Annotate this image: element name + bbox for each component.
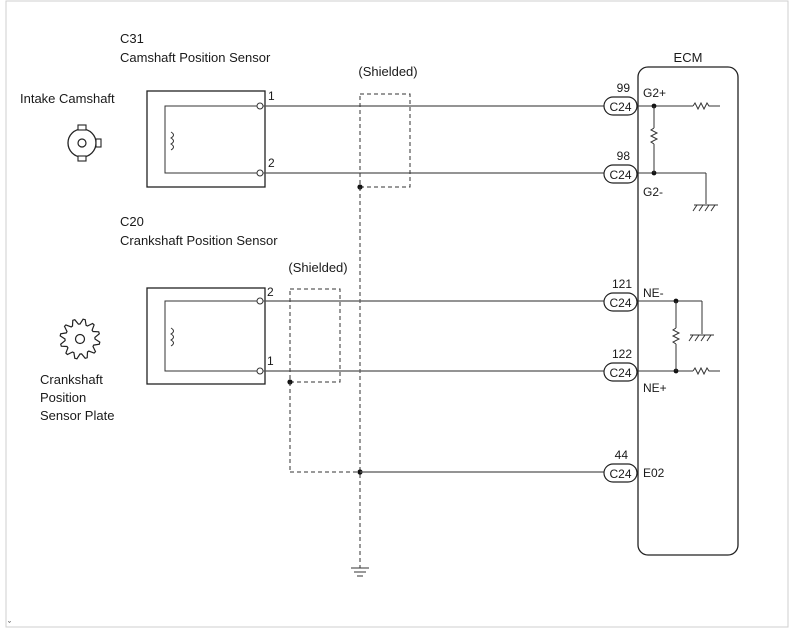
- crank-plate-label-line1: Crankshaft: [40, 372, 103, 387]
- cam-terminal-2: [256, 169, 264, 177]
- connector-98: C24 98: [603, 149, 638, 184]
- ecm-pin-122: 122: [612, 347, 632, 361]
- crank-sensor-code: C20: [120, 214, 144, 229]
- svg-text:C24: C24: [609, 296, 631, 310]
- crank-plate-label-line2: Position: [40, 390, 86, 405]
- cam-terminal-1: [256, 102, 264, 110]
- cam-coil-icon: [170, 131, 174, 151]
- crank-shield-box: [289, 288, 341, 383]
- connector-99: C24 99: [603, 81, 638, 116]
- ecm-pin-98: 98: [617, 149, 631, 163]
- ecm-signal-neplus: NE+: [643, 381, 667, 395]
- footnote-mark: ˇ: [8, 620, 11, 630]
- cam-sensor-code: C31: [120, 31, 144, 46]
- crank-sensor-loop: [164, 300, 260, 372]
- shield-ground-icon: [351, 567, 369, 577]
- intake-camshaft-label: Intake Camshaft: [20, 91, 115, 106]
- crank-terminal-2: [256, 297, 264, 305]
- crankshaft-plate-gear-icon: [59, 318, 101, 360]
- cam-sensor-name: Camshaft Position Sensor: [120, 50, 271, 65]
- ecm-signal-g2minus: G2-: [643, 185, 663, 199]
- ecm-signal-e02: E02: [643, 466, 665, 480]
- ecm-pin-44: 44: [615, 448, 629, 462]
- cam-shield-box: [359, 93, 411, 188]
- cam-pin-top: 1: [268, 89, 275, 103]
- gear-hub: [74, 333, 86, 345]
- ecm-title: ECM: [674, 50, 703, 65]
- crank-coil-icon: [170, 327, 174, 347]
- crank-sensor-box: [146, 287, 266, 385]
- ecm-pin-99: 99: [617, 81, 631, 95]
- svg-text:C24: C24: [609, 168, 631, 182]
- svg-text:C24: C24: [609, 366, 631, 380]
- diagram-frame: [5, 0, 789, 628]
- ne-ground-icon: [688, 334, 714, 342]
- crank-pin-bottom: 1: [267, 354, 274, 368]
- cam-shield-label: (Shielded): [358, 64, 417, 79]
- crank-plate-label-line3: Sensor Plate: [40, 408, 114, 423]
- cam-sensor-box: [146, 90, 266, 188]
- g2-ground-icon: [692, 204, 718, 212]
- cam-pin-bottom: 2: [268, 156, 275, 170]
- svg-text:C24: C24: [609, 467, 631, 481]
- ne-input-circuit: [638, 298, 720, 376]
- crank-sensor-name: Crankshaft Position Sensor: [120, 233, 278, 248]
- ecm-block: [637, 66, 739, 556]
- intake-camshaft-icon: [67, 124, 102, 162]
- svg-text:C24: C24: [609, 100, 631, 114]
- crank-terminal-1: [256, 367, 264, 375]
- connector-44: C24 44: [603, 448, 638, 483]
- crank-pin-top: 2: [267, 285, 274, 299]
- cam-sensor-loop: [164, 105, 260, 174]
- g2-input-circuit: [638, 101, 720, 204]
- ecm-pin-121: 121: [612, 277, 632, 291]
- connector-122: C24 122: [603, 347, 638, 382]
- connector-121: C24 121: [603, 277, 638, 312]
- ecm-signal-g2plus: G2+: [643, 86, 666, 100]
- ecm-signal-neminus: NE-: [643, 286, 664, 300]
- crank-shield-label: (Shielded): [288, 260, 347, 275]
